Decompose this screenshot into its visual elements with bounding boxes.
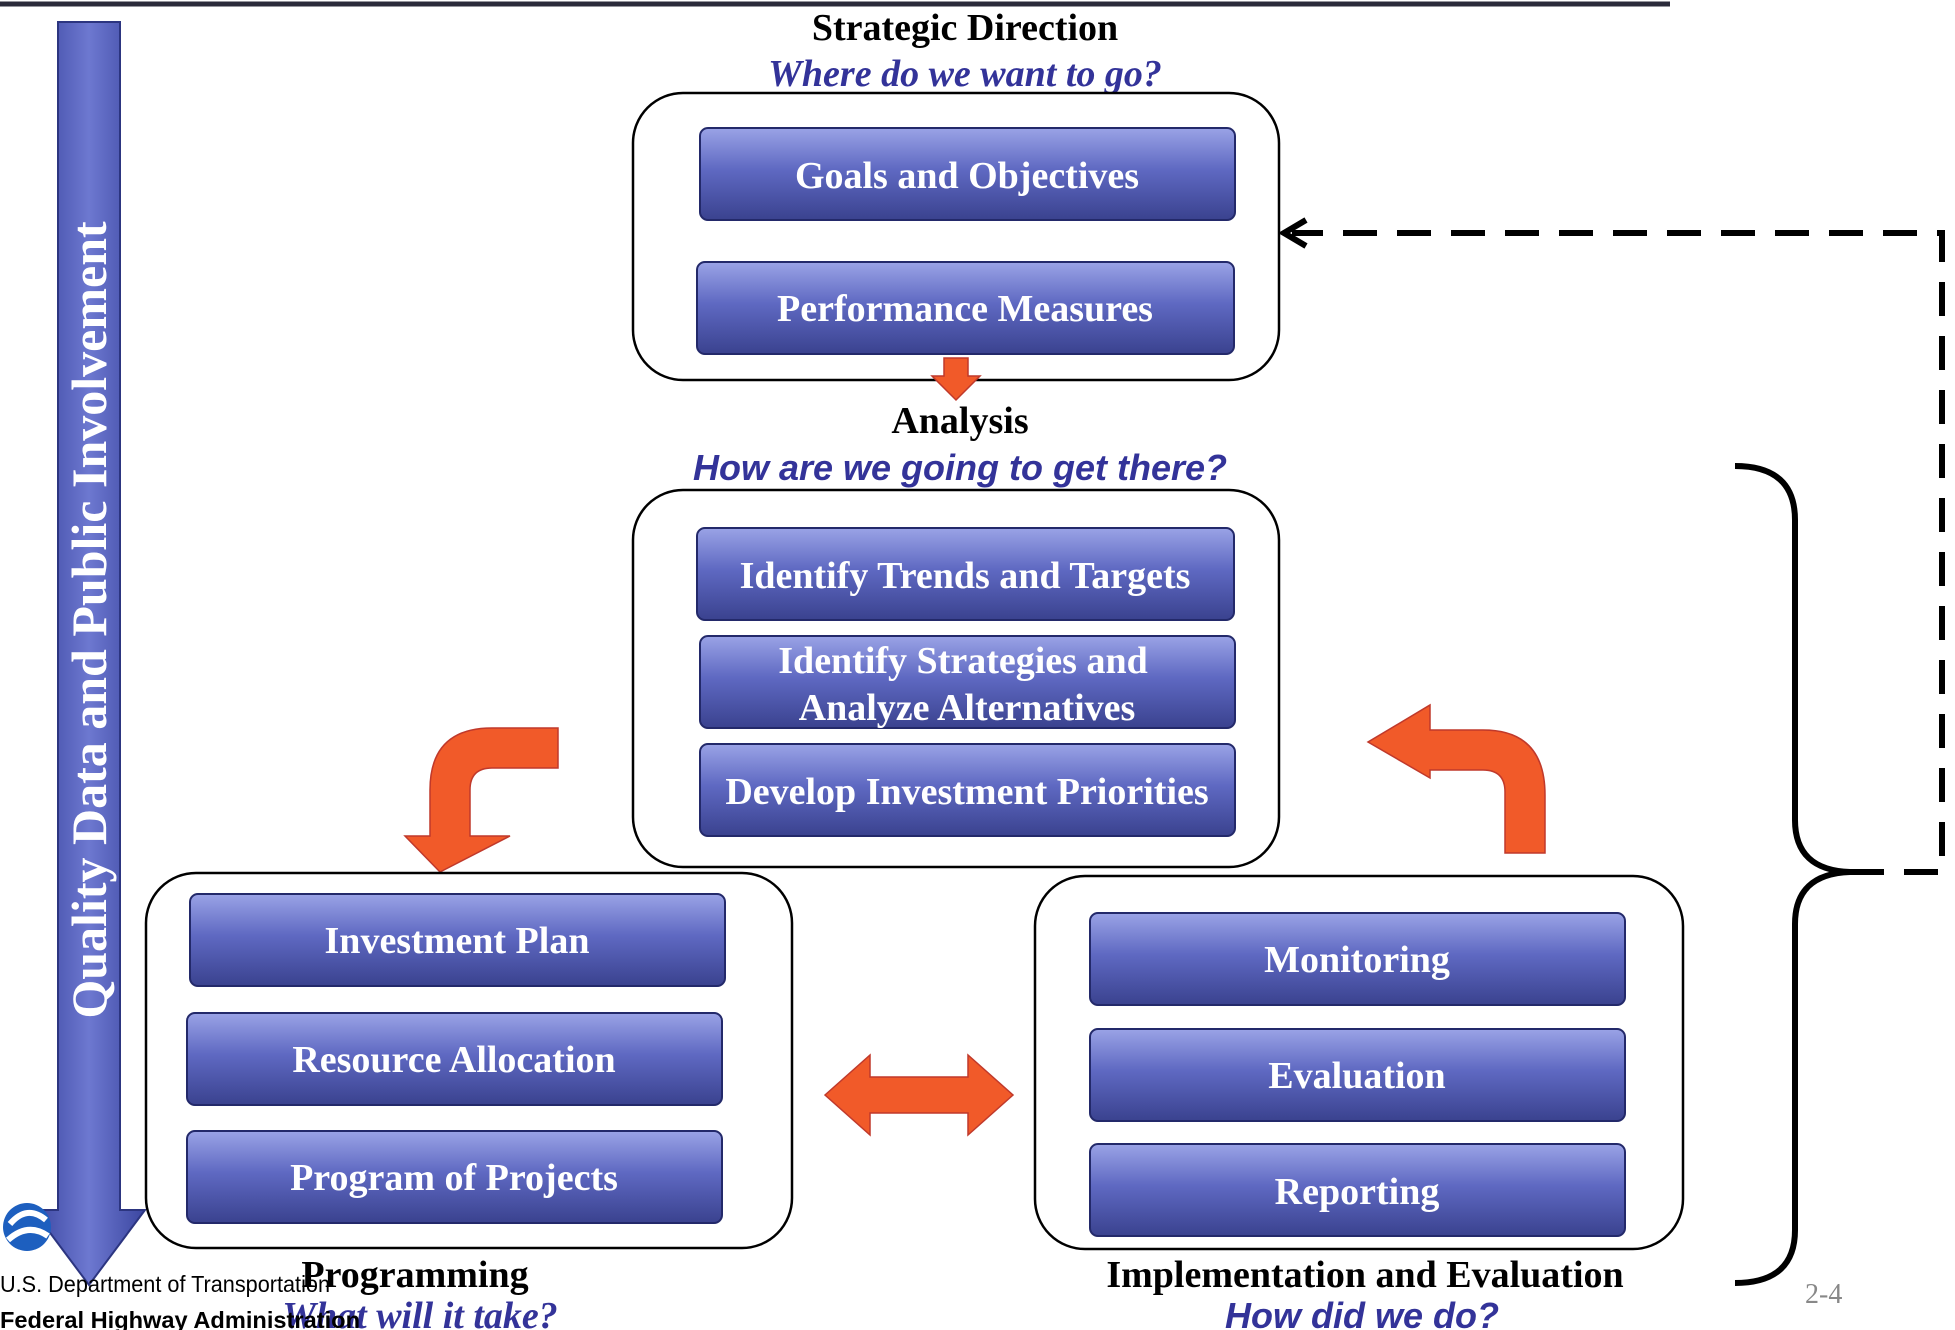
quality-data-arrow: Quality Data and Public Involvement: [31, 21, 147, 1287]
curved-arrow-right-icon: [1366, 703, 1546, 854]
trends-targets-box: Identify Trends and Targets: [696, 527, 1235, 621]
strategic-title: Strategic Direction: [812, 7, 1118, 49]
feedback-arrowhead-icon: [1278, 217, 1308, 249]
program-projects-box: Program of Projects: [186, 1130, 723, 1224]
resource-allocation-box: Resource Allocation: [186, 1012, 723, 1106]
performance-measures-box: Performance Measures: [696, 261, 1235, 355]
investment-plan-label: Investment Plan: [325, 920, 590, 962]
monitoring-label: Monitoring: [1264, 939, 1450, 981]
down-arrow-icon: [930, 357, 982, 402]
right-brace: [1734, 463, 1851, 1286]
investment-priorities-label: Develop Investment Priorities: [725, 771, 1208, 813]
analysis-title: Analysis: [891, 400, 1028, 442]
dot-logo: U.S. Department of Transportation Federa…: [0, 1203, 360, 1330]
feedback-loop-line: [1292, 230, 1945, 875]
reporting-label: Reporting: [1275, 1171, 1440, 1213]
investment-plan-box: Investment Plan: [189, 893, 726, 987]
curved-arrow-left-icon: [403, 727, 559, 873]
implementation-question: How did we do?: [1225, 1295, 1499, 1330]
investment-priorities-box: Develop Investment Priorities: [699, 743, 1236, 837]
performance-measures-label: Performance Measures: [777, 288, 1153, 330]
page-number: 2-4: [1805, 1279, 1842, 1310]
strategies-alternatives-box: Identify Strategies and Analyze Alternat…: [699, 635, 1236, 729]
double-arrow-icon: [823, 1053, 1015, 1137]
program-projects-label: Program of Projects: [290, 1157, 618, 1199]
implementation-title: Implementation and Evaluation: [1106, 1254, 1623, 1296]
evaluation-label: Evaluation: [1268, 1055, 1445, 1097]
goals-objectives-label: Goals and Objectives: [795, 155, 1139, 197]
strategies-label-line2: Analyze Alternatives: [799, 687, 1136, 729]
reporting-box: Reporting: [1089, 1143, 1626, 1237]
side-label: Quality Data and Public Involvement: [61, 221, 117, 1019]
analysis-question: How are we going to get there?: [693, 447, 1227, 488]
strategic-question: Where do we want to go?: [768, 53, 1162, 95]
programming-title: Programming: [301, 1254, 528, 1296]
trends-targets-label: Identify Trends and Targets: [740, 555, 1191, 597]
logo-line1: U.S. Department of Transportation: [0, 1271, 330, 1297]
goals-objectives-box: Goals and Objectives: [699, 127, 1236, 221]
monitoring-box: Monitoring: [1089, 912, 1626, 1006]
evaluation-box: Evaluation: [1089, 1028, 1626, 1122]
logo-line2: Federal Highway Administration: [0, 1307, 360, 1330]
programming-question: What will it take?: [282, 1295, 558, 1330]
resource-allocation-label: Resource Allocation: [292, 1039, 615, 1081]
strategies-label-line1: Identify Strategies and: [778, 640, 1147, 682]
